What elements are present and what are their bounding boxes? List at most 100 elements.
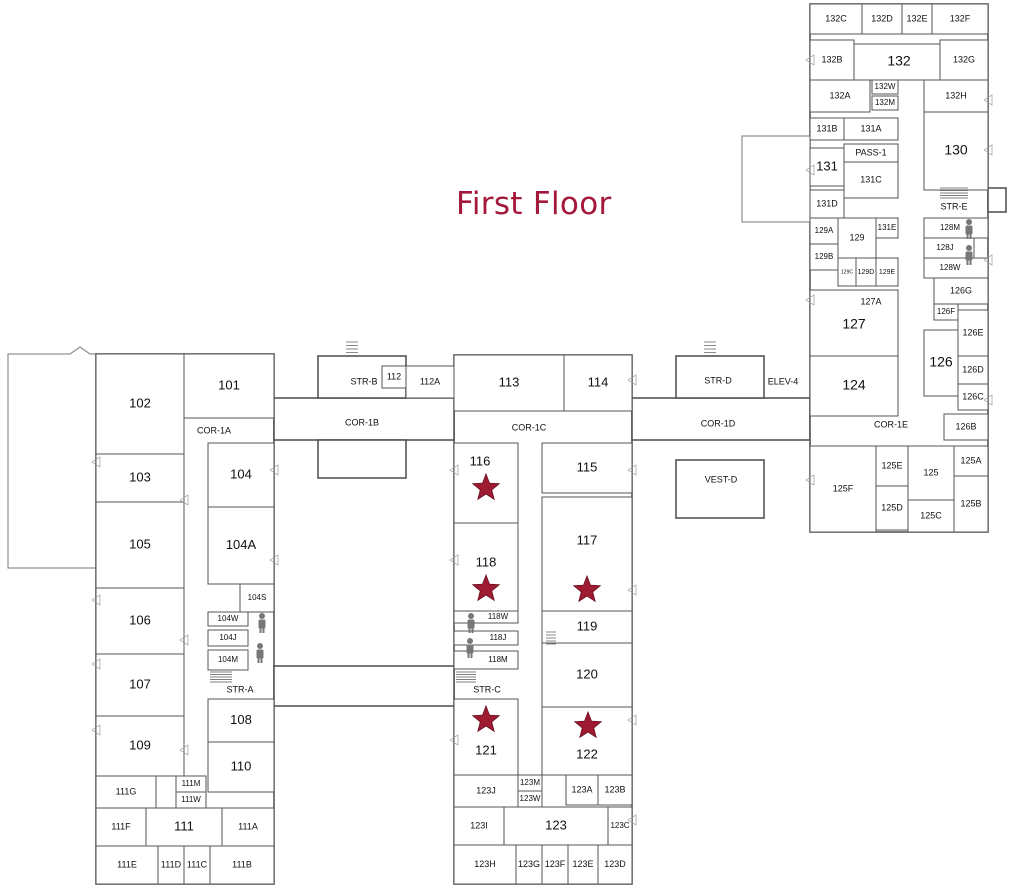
room-125b[interactable] [953, 475, 989, 533]
room-111e[interactable] [95, 845, 159, 885]
room-104[interactable] [207, 442, 275, 508]
room-111b[interactable] [209, 845, 275, 885]
room-126b[interactable] [943, 413, 989, 441]
room-113[interactable] [453, 354, 565, 412]
room-132e[interactable] [901, 3, 933, 35]
room-125a[interactable] [953, 445, 989, 477]
room-114[interactable] [563, 354, 633, 412]
space-label-str-d: STR-D [704, 375, 732, 385]
space-label-cor-1a: COR-1A [197, 425, 231, 435]
room-132c[interactable] [809, 3, 863, 35]
star-icon[interactable] [471, 573, 501, 602]
room-label-131a: 131A [860, 123, 881, 133]
room-131[interactable] [809, 147, 845, 187]
star-icon[interactable] [572, 574, 602, 603]
room-130[interactable] [923, 111, 989, 191]
room-123d[interactable] [597, 844, 633, 885]
room-126g[interactable] [933, 277, 989, 305]
room-123g[interactable] [515, 844, 543, 885]
space-label-vest-d: VEST-D [705, 474, 738, 484]
room-120[interactable] [541, 642, 633, 708]
room-106[interactable] [95, 587, 185, 655]
room-126d[interactable] [957, 355, 989, 385]
room-131c[interactable] [843, 161, 899, 199]
room-123b[interactable] [597, 774, 633, 806]
room-132w[interactable] [871, 79, 899, 95]
room-101[interactable] [183, 353, 275, 419]
room-127[interactable] [809, 289, 899, 357]
room-123e[interactable] [567, 844, 599, 885]
room-118[interactable] [453, 522, 519, 612]
room-label-111e: 111E [117, 859, 137, 869]
room-129b[interactable] [809, 243, 839, 271]
room-104s[interactable] [239, 583, 275, 613]
room-126e[interactable] [957, 309, 989, 357]
room-118m[interactable] [453, 650, 519, 670]
room-103[interactable] [95, 453, 185, 503]
room-label-106: 106 [129, 612, 151, 627]
room-label-104: 104 [230, 466, 252, 481]
room-123j[interactable] [453, 774, 519, 808]
space-label-elev-4: ELEV-4 [768, 376, 799, 386]
room-131e[interactable] [875, 217, 899, 239]
room-104m[interactable] [207, 649, 249, 671]
room-132[interactable] [853, 43, 945, 81]
room-132b[interactable] [809, 39, 855, 81]
star-icon[interactable] [471, 472, 501, 501]
room-123[interactable] [503, 806, 609, 846]
room-label-127a: 127A [860, 296, 881, 306]
room-132g[interactable] [939, 39, 989, 81]
room-label-109: 109 [129, 737, 151, 752]
room-118j[interactable] [453, 630, 519, 646]
room-115[interactable] [541, 442, 633, 494]
room-129e[interactable] [875, 257, 899, 287]
room-label-132: 132 [887, 53, 911, 69]
room-111g[interactable] [95, 775, 157, 809]
room-label-111w: 111W [181, 795, 201, 804]
room-109[interactable] [95, 715, 185, 777]
room-132h[interactable] [923, 79, 989, 113]
space-label-cor-1b: COR-1B [345, 417, 379, 427]
room-label-107: 107 [129, 676, 151, 691]
star-icon[interactable] [471, 704, 501, 733]
room-132a[interactable] [809, 79, 871, 113]
stair-icon [210, 671, 232, 683]
star-icon[interactable] [573, 710, 603, 739]
room-132m[interactable] [871, 95, 899, 111]
room-label-128m: 128M [940, 223, 960, 232]
vest-d-enclosure [675, 459, 765, 519]
room-label-121: 121 [475, 742, 497, 757]
room-110[interactable] [207, 741, 275, 793]
room-104j[interactable] [207, 629, 249, 647]
room-123a[interactable] [565, 774, 599, 806]
room-123f[interactable] [541, 844, 569, 885]
room-123c[interactable] [607, 806, 633, 846]
room-label-123j: 123J [476, 785, 496, 795]
room-126c[interactable] [957, 383, 989, 411]
room-105[interactable] [95, 501, 185, 589]
room-124[interactable] [809, 355, 899, 417]
room-111f[interactable] [95, 807, 147, 847]
room-label-118: 118 [476, 554, 497, 569]
room-label-126c: 126C [962, 391, 984, 401]
room-107[interactable] [95, 653, 185, 717]
icon-layer [91, 54, 993, 826]
room-132f[interactable] [931, 3, 989, 35]
room-label-111d: 111D [161, 859, 182, 869]
room-126[interactable] [923, 329, 959, 397]
room-125f[interactable] [809, 445, 877, 533]
room-118w[interactable] [453, 610, 519, 624]
stair-d-enclosure [675, 355, 765, 399]
room-132d[interactable] [861, 3, 903, 35]
room-111c[interactable] [183, 845, 211, 885]
room-102[interactable] [95, 353, 185, 455]
room-111[interactable] [145, 807, 223, 847]
room-131a[interactable] [843, 117, 899, 141]
room-104w[interactable] [207, 611, 249, 627]
room-104a[interactable] [207, 506, 275, 585]
room-125c[interactable] [907, 499, 955, 533]
room-label-123g: 123G [518, 859, 540, 869]
room-label-123d: 123D [604, 859, 626, 869]
annex-outline [7, 346, 97, 569]
